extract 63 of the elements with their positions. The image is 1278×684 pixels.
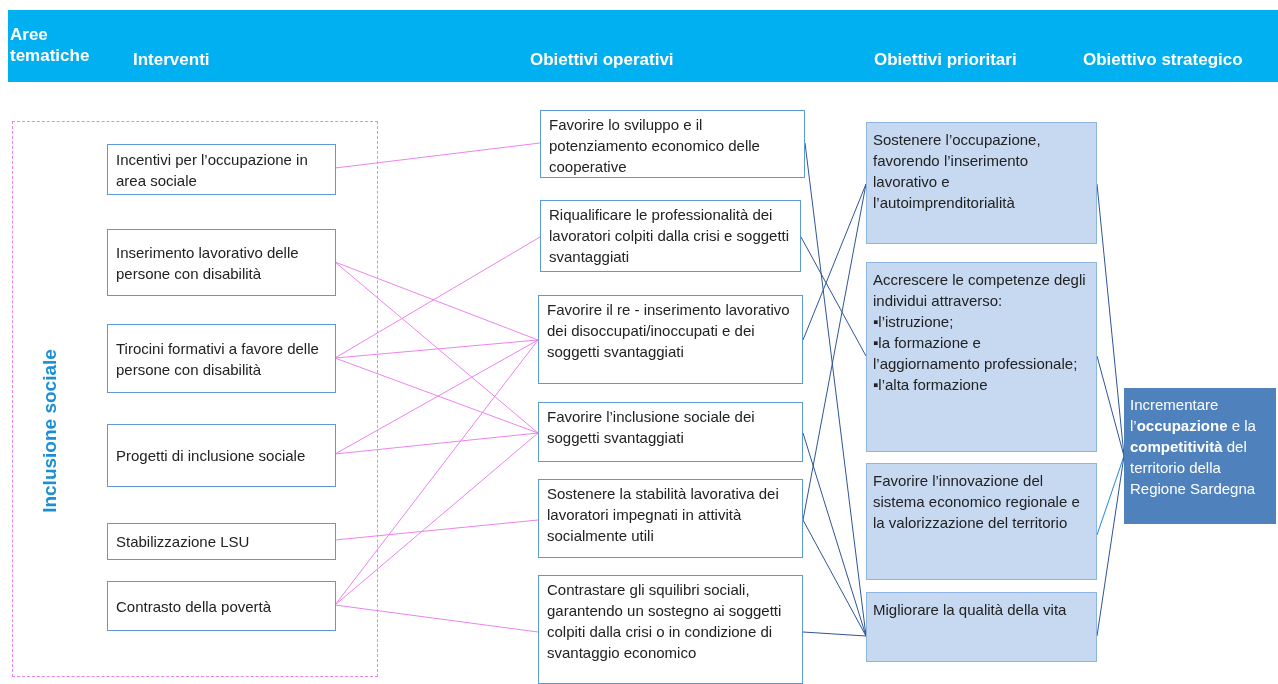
connector-line [334, 261, 539, 434]
list-item: ▪l’alta formazione [873, 375, 989, 395]
connector-line [334, 339, 539, 359]
box-text: Sostenere la stabilità lavorativa dei lavoratori impegnati in attività socialmente utili [547, 484, 780, 546]
box-text: Progetti di inclusione sociale [116, 446, 307, 466]
box-text: Tirocini formativi a favore delle persone con disabilità [116, 338, 320, 380]
connector-line [1096, 455, 1125, 536]
connector-line [334, 142, 541, 169]
connector-line [802, 183, 867, 341]
operational-objective-box [538, 295, 803, 384]
operational-objective-box [538, 479, 803, 558]
intervention-box [107, 229, 336, 296]
column-heading: Interventi [133, 49, 210, 70]
operational-objective-box [540, 200, 801, 272]
connector-line [802, 519, 867, 637]
intervention-box [107, 424, 336, 487]
priority-objective-box [866, 592, 1097, 662]
box-text: Contrasto della povertà [116, 596, 273, 617]
intervention-box [107, 324, 336, 393]
operational-objective-box [540, 110, 805, 178]
box-text: Favorire l’inclusione sociale dei soggetti svantaggiati [547, 407, 756, 448]
group-title: Inclusione sociale [38, 349, 60, 513]
priority-objective-box [866, 463, 1097, 580]
column-heading: Obiettivi operativi [530, 49, 674, 70]
dashed-group-frame [12, 121, 378, 677]
box-text: Incentivi per l’occupazione in area sociale [116, 149, 309, 191]
intervention-box [107, 144, 336, 195]
column-heading: Aree tematiche [10, 24, 91, 66]
box-text: Accrescere le competenze degli individui attraverso: [873, 270, 1087, 311]
connector-line [334, 339, 539, 606]
connector-line [334, 357, 539, 434]
box-text: Sostenere l’occupazione, favorendo l’inserimento lavorativo e l’autoimprenditorialità [873, 130, 1042, 213]
operational-objective-box [538, 575, 803, 684]
strategic-objective-box [1124, 388, 1276, 524]
box-text: Riqualificare le professionalità dei lavoratori colpiti dalla crisi e soggetti svantaggiati [549, 205, 791, 267]
box-text: Favorire il re - inserimento lavorativo dei disoccupati/inoccupati e dei soggetti svantaggiati [547, 300, 791, 362]
priority-objective-box [866, 262, 1097, 452]
connector-line [334, 432, 539, 455]
connector-line [802, 432, 867, 637]
connector-line [800, 236, 867, 357]
connector-line [802, 631, 867, 637]
operational-objective-box [538, 402, 803, 462]
connector-line [334, 519, 539, 541]
intervention-box [107, 581, 336, 631]
priority-objective-box [866, 122, 1097, 244]
list-item: ▪l’istruzione; [873, 312, 955, 332]
box-text: Stabilizzazione LSU [116, 532, 251, 552]
box-text: Contrastare gli squilibri sociali, garantendo un sostegno ai soggetti colpiti dalla crisi o in condizione di svantaggio economico [547, 580, 783, 663]
connector-line [1096, 355, 1125, 457]
box-text: Favorire lo sviluppo e il potenziamento economico delle cooperative [549, 115, 761, 177]
connector-line [334, 236, 541, 359]
intervention-box [107, 523, 336, 560]
box-text: Inserimento lavorativo delle persone con disabilità [116, 242, 300, 284]
box-text: Incrementare l’occupazione e la competitività del territorio della Regione Sardegna [1130, 395, 1257, 499]
connector-line [334, 261, 539, 341]
column-heading: Obiettivi prioritari [874, 49, 1017, 70]
connector-line [334, 604, 539, 633]
connector-line [334, 339, 539, 455]
box-text: Migliorare la qualità della vita [873, 600, 1068, 620]
connector-line [334, 432, 539, 606]
column-heading: Obiettivo strategico [1083, 49, 1243, 70]
list-item: ▪la formazione e l’aggiornamento professionale; [873, 333, 1079, 374]
box-text: Favorire l’innovazione del sistema economico regionale e la valorizzazione del territorio [873, 471, 1081, 533]
